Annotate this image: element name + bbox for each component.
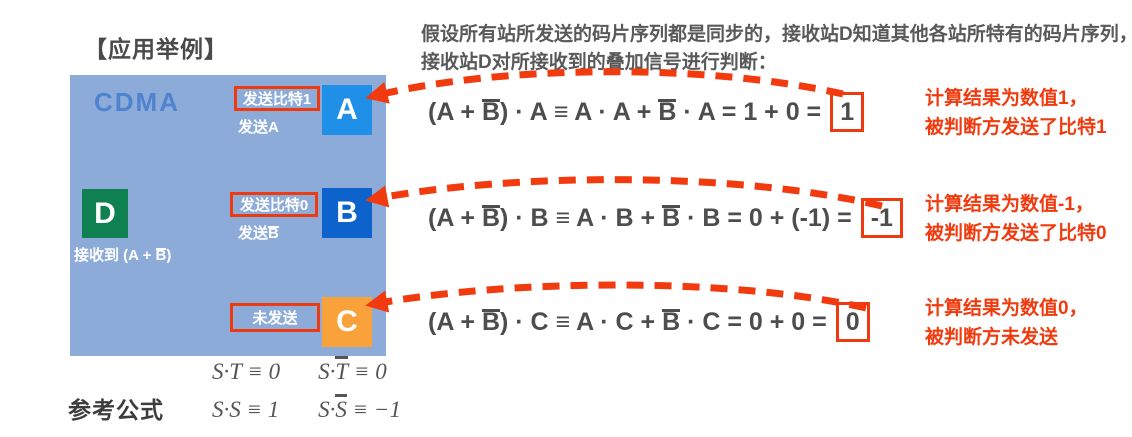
equation-row-a: (A + B) · A ≡ A · A + B · A = 1 + 0 = 1 [428, 90, 865, 134]
conclusion-note-c: 计算结果为数值0， 被判断方未发送 [925, 294, 1132, 352]
receiver-d-square: D [82, 189, 128, 238]
note-c-line-1: 计算结果为数值0， [925, 298, 1088, 319]
equation-row-b: (A + B) · B ≡ A · B + B · B = 0 + (-1) =… [428, 196, 903, 240]
equation-c-expression: (A + B) · C ≡ A · C + B · C = 0 + 0 = [428, 307, 827, 336]
equation-b-expression: (A + B) · B ≡ A · B + B · B = 0 + (-1) = [428, 203, 852, 232]
station-b-square: B [322, 188, 372, 238]
station-a-square: A [322, 85, 372, 135]
equation-row-c: (A + B) · C ≡ A · C + B · C = 0 + 0 = 0 [428, 300, 870, 344]
note-a-line-1: 计算结果为数值1， [925, 88, 1088, 109]
equation-c-result-box: 0 [835, 302, 870, 342]
receiver-d-label: 接收到 (A + B) [74, 247, 172, 264]
cdma-label: CDMA [94, 87, 180, 117]
reference-formula-ss-bar: S·S ≡ −1 [318, 393, 401, 427]
conclusion-note-b: 计算结果为数值-1， 被判断方发送了比特0 [925, 190, 1132, 248]
station-c-tag: 未发送 [230, 303, 320, 332]
intro-text-line-2: 接收站D对所接收到的叠加信号进行判断： [421, 52, 777, 73]
note-b-line-2: 被判断方发送了比特0 [925, 223, 1107, 244]
reference-formula-st: S·T ≡ 0 [212, 359, 281, 384]
station-a-tag: 发送比特1 [234, 86, 320, 111]
equation-a-expression: (A + B) · A ≡ A · A + B · A = 1 + 0 = [428, 97, 822, 126]
reference-formula-ss: S·S ≡ 1 [212, 397, 280, 422]
equation-b-result-box: -1 [860, 198, 903, 238]
equation-a-result-box: 1 [830, 92, 865, 132]
intro-text-line-1: 假设所有站所发送的码片序列都是同步的，接收站D知道其他各站所特有的码片序列， [421, 24, 1132, 45]
page-title: 【应用举例】 [84, 36, 228, 62]
station-b-subtitle: 发送B [238, 225, 279, 242]
note-c-line-2: 被判断方未发送 [925, 327, 1059, 348]
reference-formulas-title: 参考公式 [68, 397, 164, 423]
note-a-line-2: 被判断方发送了比特1 [925, 117, 1107, 138]
station-c-square: C [322, 297, 372, 347]
station-b-tag: 发送比特0 [230, 192, 318, 217]
note-b-line-1: 计算结果为数值-1， [925, 194, 1094, 215]
reference-formula-st-bar: S·T ≡ 0 [318, 355, 401, 389]
cdma-panel: CDMA 发送比特1 发送A A 发送比特0 发送B B 未发送 C D 接收到… [70, 75, 386, 356]
station-a-subtitle: 发送A [238, 119, 279, 136]
conclusion-note-a: 计算结果为数值1， 被判断方发送了比特1 [925, 84, 1132, 142]
reference-formulas-grid: S·T ≡ 0 S·T ≡ 0 S·S ≡ 1 S·S ≡ −1 [212, 355, 401, 427]
